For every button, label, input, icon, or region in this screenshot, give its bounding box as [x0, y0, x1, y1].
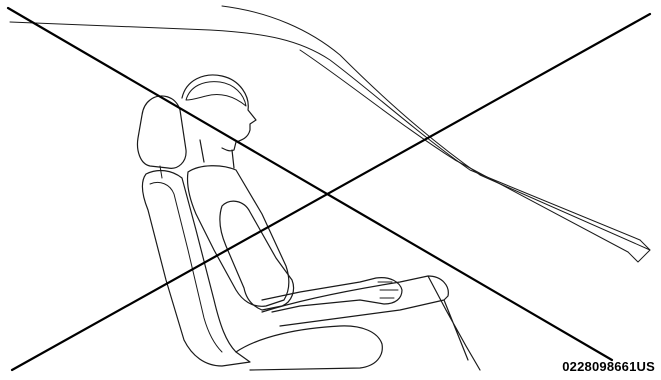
occupant-knee-lower-leg — [428, 276, 480, 370]
windshield-outer-edge — [300, 50, 628, 252]
roof-line — [10, 22, 640, 240]
seat-back-inner — [150, 182, 222, 352]
cross-line-ascending — [12, 14, 650, 370]
vehicle-interior-outline — [10, 6, 650, 262]
figure-code: 0228098661US — [562, 359, 655, 374]
occupant-torso — [187, 166, 288, 307]
occupant-hair — [186, 82, 246, 106]
seat — [138, 96, 383, 370]
windshield-inner-edge — [222, 6, 650, 250]
seat-cushion — [236, 326, 382, 370]
prohibition-cross — [8, 8, 650, 370]
occupant-arm — [220, 201, 294, 310]
occupant — [182, 75, 480, 370]
occupant-head — [182, 75, 256, 151]
cross-line-descending — [8, 8, 612, 360]
occupant-neck — [200, 140, 234, 168]
windshield-end-cap — [628, 240, 650, 262]
